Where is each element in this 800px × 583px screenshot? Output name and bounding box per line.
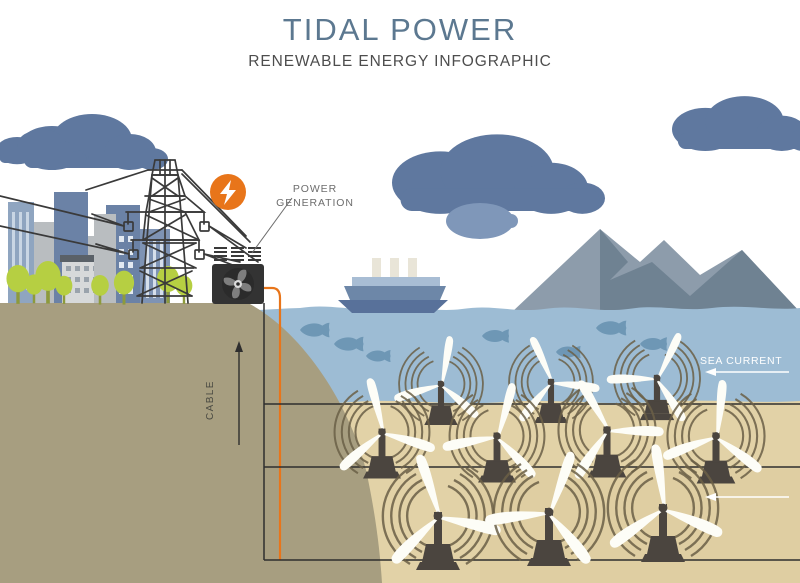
tidal-turbine-icon: [483, 431, 626, 566]
tidal-turbine-icon: [393, 327, 494, 426]
power-generation-label: POWER GENERATION: [257, 182, 373, 210]
sea-current-arrow-top: [705, 368, 789, 376]
power-generation-label-line2: GENERATION: [276, 197, 354, 209]
cable-arrow: [235, 341, 243, 445]
sea-current-arrow-bottom: [705, 493, 789, 501]
lightning-bolt-icon: [210, 174, 246, 210]
page-subtitle: RENEWABLE ENERGY INFOGRAPHIC: [248, 53, 552, 70]
tidal-turbine-icon: [536, 356, 666, 481]
cloud-center: [392, 134, 605, 239]
mountain-icon: [512, 229, 800, 312]
city-skyline: [6, 192, 193, 305]
cable-label: CABLE: [205, 380, 216, 420]
transformer-icon: [212, 247, 264, 304]
power-generation-leader-line: [251, 197, 293, 254]
power-generation-label-line1: POWER: [292, 183, 338, 195]
tidal-turbine-icon: [600, 438, 723, 562]
tidal-turbine-icon: [662, 373, 774, 484]
page-title: TIDAL POWER: [282, 12, 518, 47]
tidal-turbine-icon: [322, 367, 436, 479]
ship-icon: [338, 258, 448, 313]
land-cross-section: [0, 303, 382, 583]
power-cable-orange: [264, 286, 282, 560]
tidal-turbine-icon: [366, 438, 502, 570]
sea-current-label: SEA CURRENT: [700, 355, 783, 367]
title-block: TIDAL POWER RENEWABLE ENERGY INFOGRAPHIC: [0, 14, 800, 70]
